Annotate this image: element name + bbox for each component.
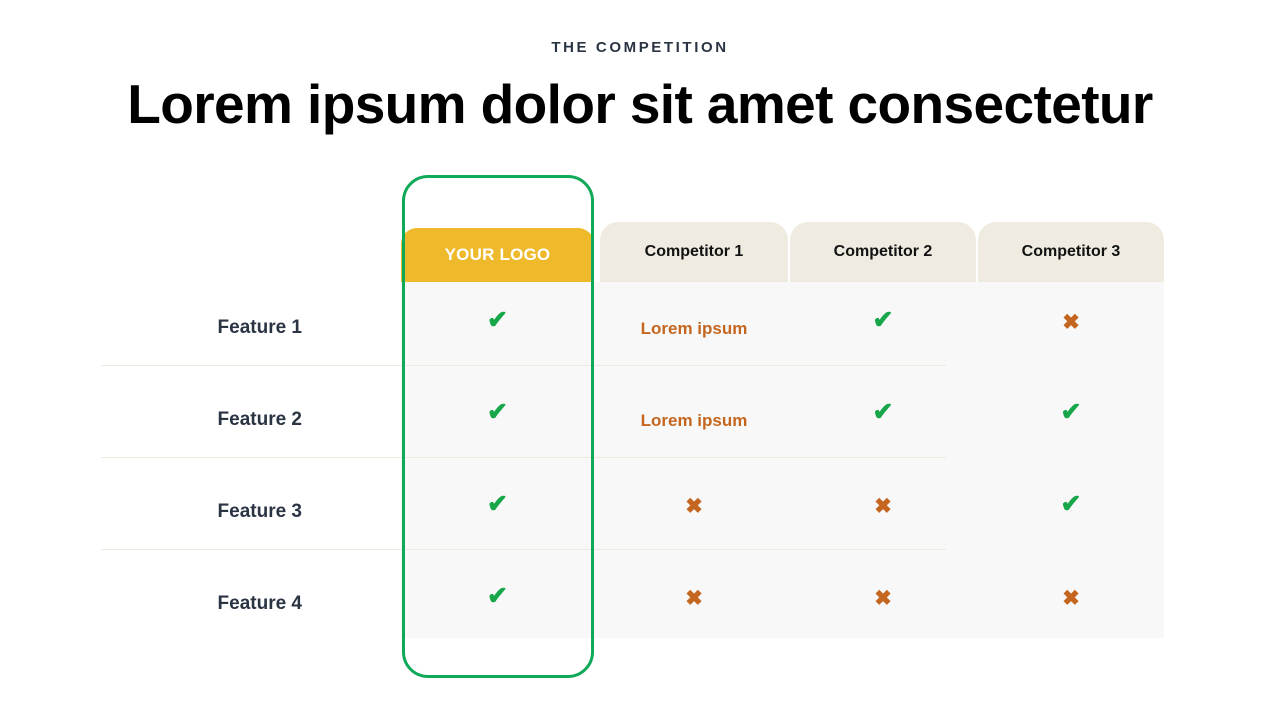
check-icon: ✔	[1060, 397, 1082, 426]
table-row: ✖	[978, 558, 1164, 650]
table-row: Lorem ipsum	[600, 374, 788, 466]
page-title: Lorem ipsum dolor sit amet consectetur	[127, 73, 1153, 135]
feature-label: Feature 1	[217, 317, 302, 338]
row-divider	[101, 549, 946, 550]
column-header-own[interactable]: YOUR LOGO	[401, 228, 594, 282]
cell-text: Lorem ipsum	[640, 410, 748, 430]
row-divider	[101, 365, 946, 366]
feature-label: Feature 4	[217, 593, 302, 614]
check-icon: ✔	[487, 489, 508, 518]
table-row: ✖	[600, 558, 788, 650]
table-row: ✖	[790, 466, 976, 558]
cell-text: Lorem ipsum	[640, 318, 748, 338]
table-row: ✔	[401, 558, 594, 650]
column-header-competitor-2[interactable]: Competitor 2	[790, 222, 976, 282]
check-icon: ✔	[872, 305, 894, 334]
table-row: ✖	[978, 282, 1164, 374]
check-icon: ✔	[1060, 489, 1082, 518]
eyebrow-label: THE COMPETITION	[551, 39, 729, 56]
cross-icon: ✖	[874, 586, 892, 610]
cross-icon: ✖	[1062, 310, 1080, 334]
column-header-competitor-1[interactable]: Competitor 1	[600, 222, 788, 282]
cross-icon: ✖	[685, 494, 703, 518]
cross-icon: ✖	[874, 494, 892, 518]
table-row: ✔	[790, 374, 976, 466]
table-row: Lorem ipsum	[600, 282, 788, 374]
table-row: ✔	[401, 282, 594, 374]
cross-icon: ✖	[685, 586, 703, 610]
table-row: ✔	[401, 374, 594, 466]
slide-header: THE COMPETITION Lorem ipsum dolor sit am…	[0, 0, 1280, 136]
table-header-row: YOUR LOGO Competitor 1 Competitor 2 Comp…	[401, 222, 1164, 282]
check-icon: ✔	[487, 305, 508, 334]
table-row: ✔	[978, 374, 1164, 466]
feature-label: Feature 3	[217, 501, 302, 522]
table-row: ✖	[600, 466, 788, 558]
column-header-competitor-3[interactable]: Competitor 3	[978, 222, 1164, 282]
table-row: ✖	[790, 558, 976, 650]
table-row: ✔	[401, 466, 594, 558]
cross-icon: ✖	[1062, 586, 1080, 610]
check-icon: ✔	[487, 581, 508, 610]
check-icon: ✔	[487, 397, 508, 426]
table-row: ✔	[790, 282, 976, 374]
check-icon: ✔	[872, 397, 894, 426]
row-divider	[101, 457, 946, 458]
table-body-background	[401, 282, 1164, 638]
feature-label-column: Feature 1 Feature 2 Feature 3 Feature 4	[101, 282, 401, 638]
comparison-table: YOUR LOGO Competitor 1 Competitor 2 Comp…	[101, 222, 1164, 638]
table-row: ✔	[978, 466, 1164, 558]
feature-label: Feature 2	[217, 409, 302, 430]
